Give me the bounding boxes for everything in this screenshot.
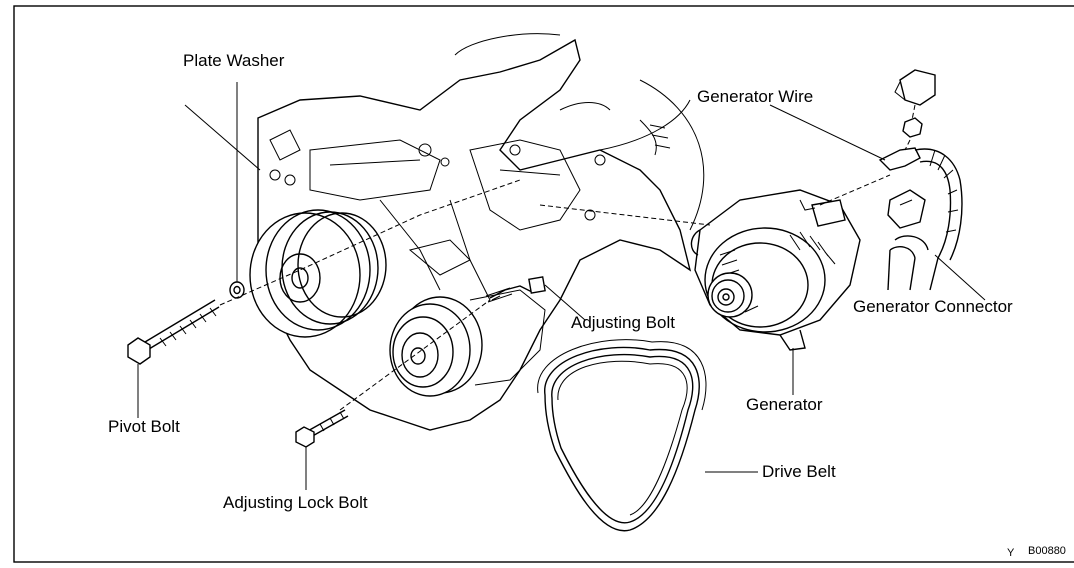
label-adjusting-bolt: Adjusting Bolt bbox=[571, 313, 675, 332]
leader-lines bbox=[184, 104, 986, 473]
label-plate-washer: Plate Washer bbox=[183, 51, 285, 70]
drive-belt-part bbox=[537, 339, 707, 532]
label-pivot-bolt: Pivot Bolt bbox=[108, 417, 180, 436]
figure-border bbox=[13, 5, 1074, 563]
generator-part bbox=[539, 174, 891, 351]
plate-washer-part bbox=[229, 82, 245, 299]
label-adjusting-lock-bolt: Adjusting Lock Bolt bbox=[223, 493, 368, 512]
crankshaft-pulley bbox=[249, 209, 387, 338]
adjusting-lock-bolt-part bbox=[295, 409, 349, 490]
label-drive-belt: Drive Belt bbox=[762, 462, 836, 481]
adjusting-bolt-part bbox=[339, 276, 546, 411]
label-generator: Generator bbox=[746, 395, 823, 414]
compressor-pulley bbox=[389, 289, 546, 397]
pivot-bolt-part bbox=[127, 179, 521, 418]
label-generator-connector: Generator Connector bbox=[853, 297, 1013, 316]
wire-harness-part bbox=[878, 69, 963, 291]
corner-y-mark: Y bbox=[1007, 547, 1015, 559]
label-generator-wire: Generator Wire bbox=[697, 87, 814, 106]
engine-block bbox=[257, 33, 705, 431]
figure-code: B00880 bbox=[1028, 546, 1066, 557]
